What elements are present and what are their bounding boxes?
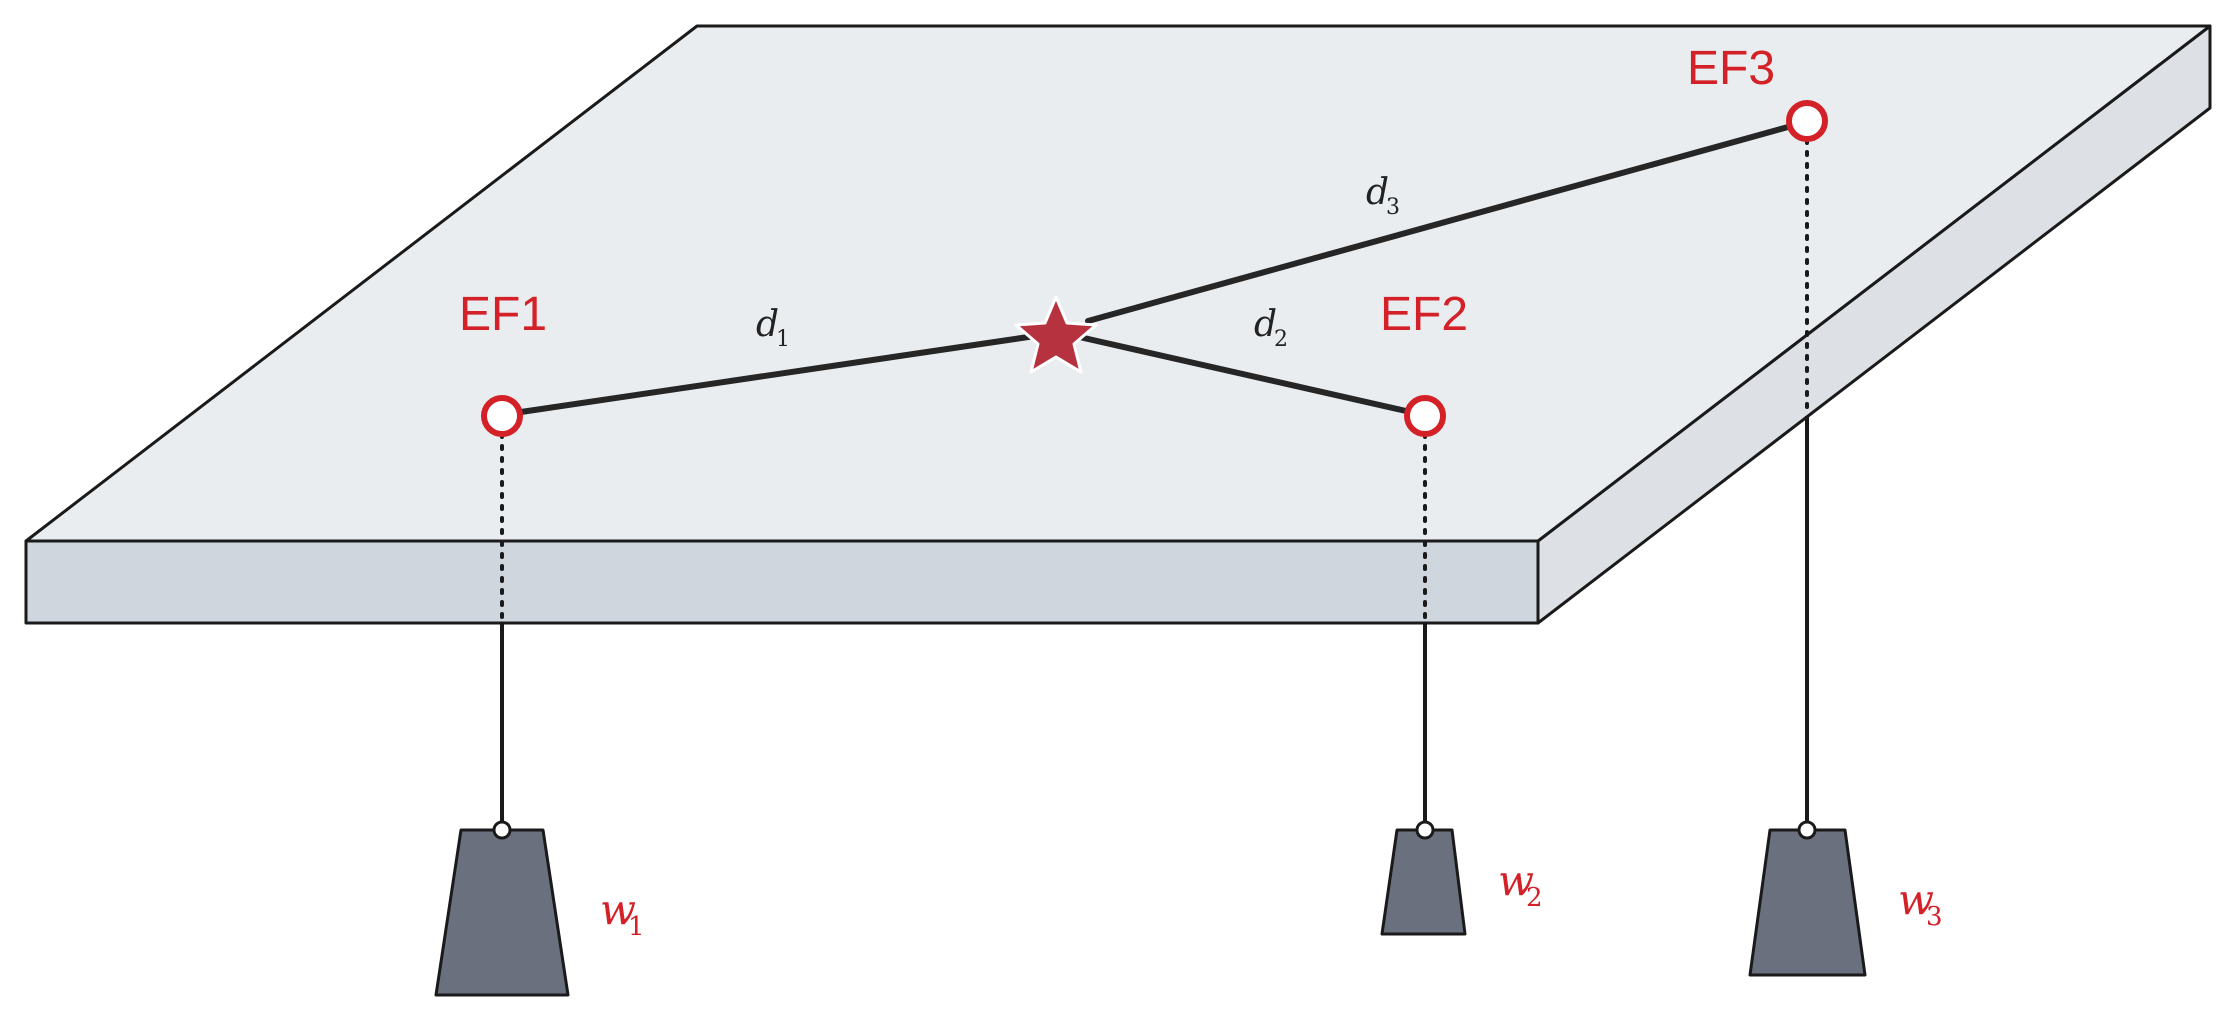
weight-2-hook-icon bbox=[1415, 820, 1435, 840]
ef3-label: EF3 bbox=[1687, 42, 1775, 95]
strings bbox=[500, 138, 1809, 828]
distance-lines bbox=[518, 124, 1791, 415]
distance-label-1-base: d bbox=[756, 304, 779, 345]
distance-line-3 bbox=[1085, 124, 1791, 324]
ef2-circle-icon bbox=[1404, 395, 1446, 437]
distance-label-2-base: d bbox=[1254, 304, 1277, 345]
weight-label-3: w 3 bbox=[1898, 875, 1943, 932]
distance-label-1: d 1 bbox=[756, 304, 790, 352]
weights bbox=[434, 820, 1867, 997]
distance-label-3-sub: 3 bbox=[1386, 195, 1400, 220]
plate bbox=[24, 24, 2212, 625]
distance-label-1-sub: 1 bbox=[776, 327, 790, 352]
weight-label-3-sub: 3 bbox=[1926, 902, 1943, 932]
distance-label-3: d 3 bbox=[1366, 172, 1400, 220]
distance-line-1 bbox=[518, 333, 1038, 415]
plate-top-face bbox=[24, 24, 2212, 543]
ef3-circle-icon bbox=[1786, 100, 1828, 142]
weight-label-2: w 2 bbox=[1498, 856, 1543, 913]
weight-label-2-sub: 2 bbox=[1526, 883, 1543, 913]
ef2-label: EF2 bbox=[1380, 288, 1468, 341]
distance-line-2 bbox=[1072, 333, 1409, 414]
distance-label-3-base: d bbox=[1366, 172, 1389, 213]
ef1-label: EF1 bbox=[459, 288, 547, 341]
weight-label-1: w 1 bbox=[600, 885, 645, 942]
weight-2-block bbox=[1380, 828, 1467, 936]
weight-label-1-sub: 1 bbox=[628, 912, 645, 942]
distance-label-2: d 2 bbox=[1254, 304, 1288, 352]
weight-3-hook-icon bbox=[1797, 820, 1817, 840]
weight-1-block bbox=[434, 828, 570, 997]
weight-label-2-base: w bbox=[1498, 856, 1534, 905]
center-star-icon bbox=[1014, 295, 1098, 374]
distance-label-2-sub: 2 bbox=[1274, 327, 1288, 352]
plate-front-face bbox=[24, 539, 1540, 625]
weight-3-block bbox=[1748, 828, 1867, 977]
weight-label-1-base: w bbox=[600, 885, 636, 934]
weight-1-hook-icon bbox=[492, 820, 512, 840]
end-effectors bbox=[481, 100, 1828, 437]
weight-label-3-base: w bbox=[1898, 875, 1934, 924]
ef1-circle-icon bbox=[481, 395, 523, 437]
